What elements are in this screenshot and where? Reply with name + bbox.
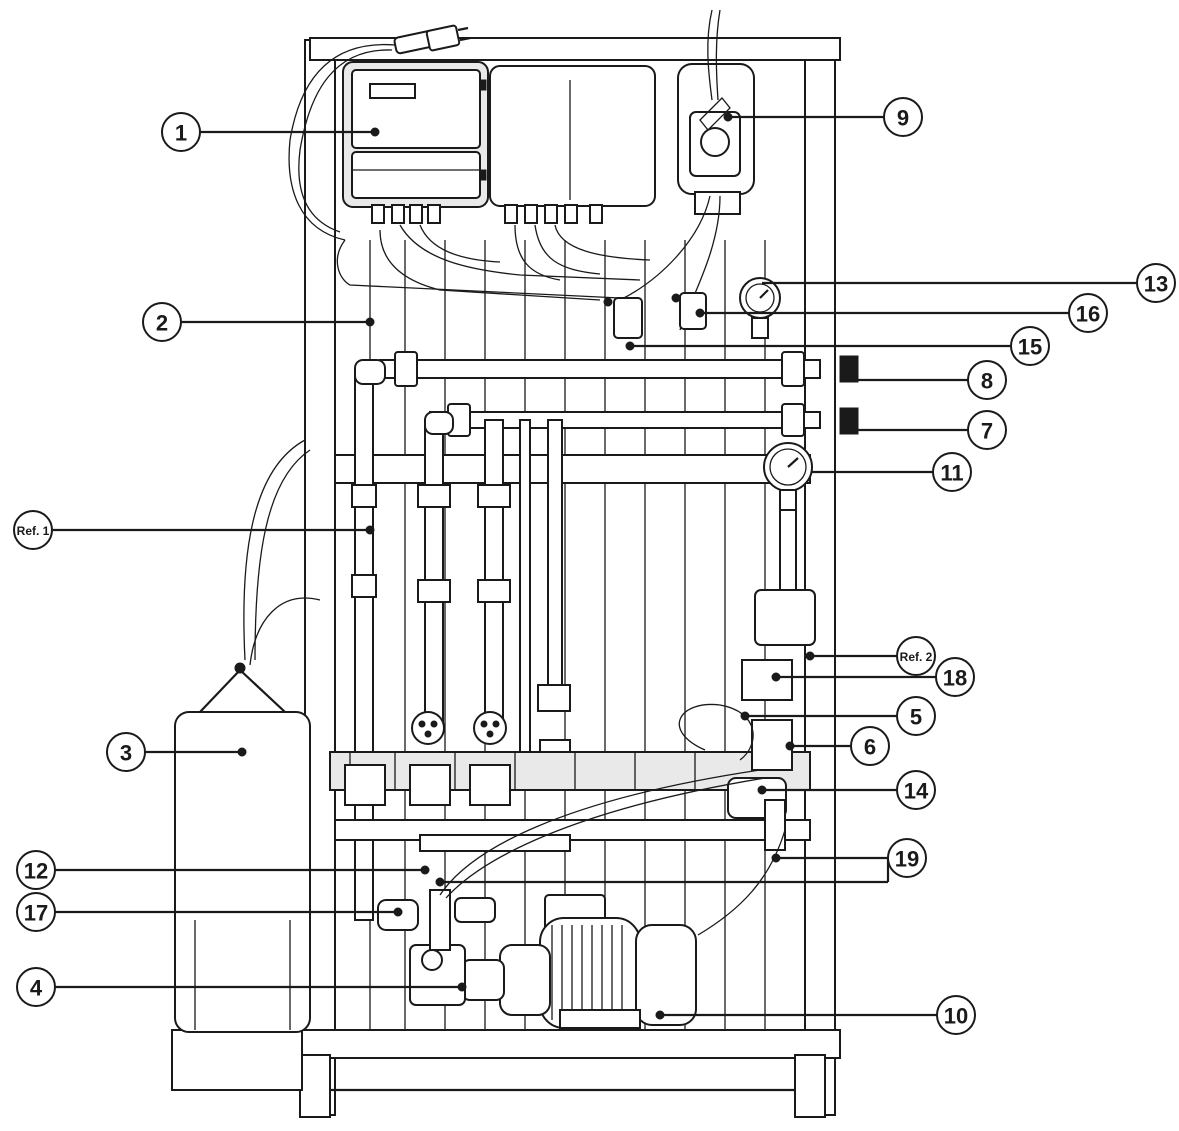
callout-4: 4 <box>16 967 467 1007</box>
dosing-pump-head <box>677 63 755 215</box>
callout-13: 13 <box>762 263 1176 303</box>
callout-ref-2: Ref. 2 <box>805 636 936 676</box>
callout-7: 7 <box>858 410 1007 450</box>
callout-12-label: 12 <box>24 859 48 884</box>
callout-5: 5 <box>740 696 936 736</box>
callout-3-label: 3 <box>120 741 132 766</box>
callout-ref-1: Ref. 1 <box>13 510 375 550</box>
pressure-gauge-upper <box>739 277 781 339</box>
callout-15: 15 <box>625 326 1050 366</box>
callout-9: 9 <box>723 97 923 137</box>
callout-18-label: 18 <box>943 666 967 691</box>
callout-2: 2 <box>142 302 375 342</box>
callout-10: 10 <box>655 995 976 1035</box>
callouts: 1 2 3 4 5 <box>13 97 1176 1035</box>
callout-1: 1 <box>161 112 380 152</box>
flow-switch <box>603 292 707 339</box>
callout-6: 6 <box>785 726 890 766</box>
callout-4-label: 4 <box>30 976 43 1001</box>
callout-15-label: 15 <box>1018 335 1042 360</box>
power-plug <box>393 24 471 55</box>
callout-19: 19 <box>435 838 927 887</box>
callout-14-label: 14 <box>904 779 929 804</box>
callout-ref-1-label: Ref. 1 <box>17 524 50 538</box>
chemical-tank <box>174 662 311 1033</box>
callout-19-label: 19 <box>895 847 919 872</box>
callout-16-label: 16 <box>1076 302 1100 327</box>
motor-pump <box>377 703 786 1029</box>
callout-5-label: 5 <box>910 705 922 730</box>
callout-11: 11 <box>812 452 972 492</box>
callout-7-label: 7 <box>981 419 993 444</box>
callout-6-label: 6 <box>864 735 876 760</box>
callout-10-label: 10 <box>944 1004 968 1029</box>
callout-16: 16 <box>695 293 1108 333</box>
callout-17-label: 17 <box>24 901 48 926</box>
callout-18: 18 <box>771 657 975 697</box>
callout-ref-2-label: Ref. 2 <box>900 650 933 664</box>
callout-2-label: 2 <box>156 311 168 336</box>
callout-8: 8 <box>858 360 1007 400</box>
controller-unit <box>342 61 489 224</box>
callout-3: 3 <box>106 732 247 772</box>
callout-13-label: 13 <box>1144 272 1168 297</box>
callout-11-label: 11 <box>940 461 963 486</box>
sample-valves <box>727 589 816 851</box>
callout-1-label: 1 <box>175 121 187 146</box>
callout-8-label: 8 <box>981 369 993 394</box>
callout-9-label: 9 <box>897 106 909 131</box>
callout-14: 14 <box>757 770 936 810</box>
callout-17: 17 <box>16 892 403 932</box>
callout-12: 12 <box>16 850 430 890</box>
cables <box>243 9 721 666</box>
second-control-box <box>489 65 656 224</box>
pressure-gauge-lower <box>763 442 813 511</box>
